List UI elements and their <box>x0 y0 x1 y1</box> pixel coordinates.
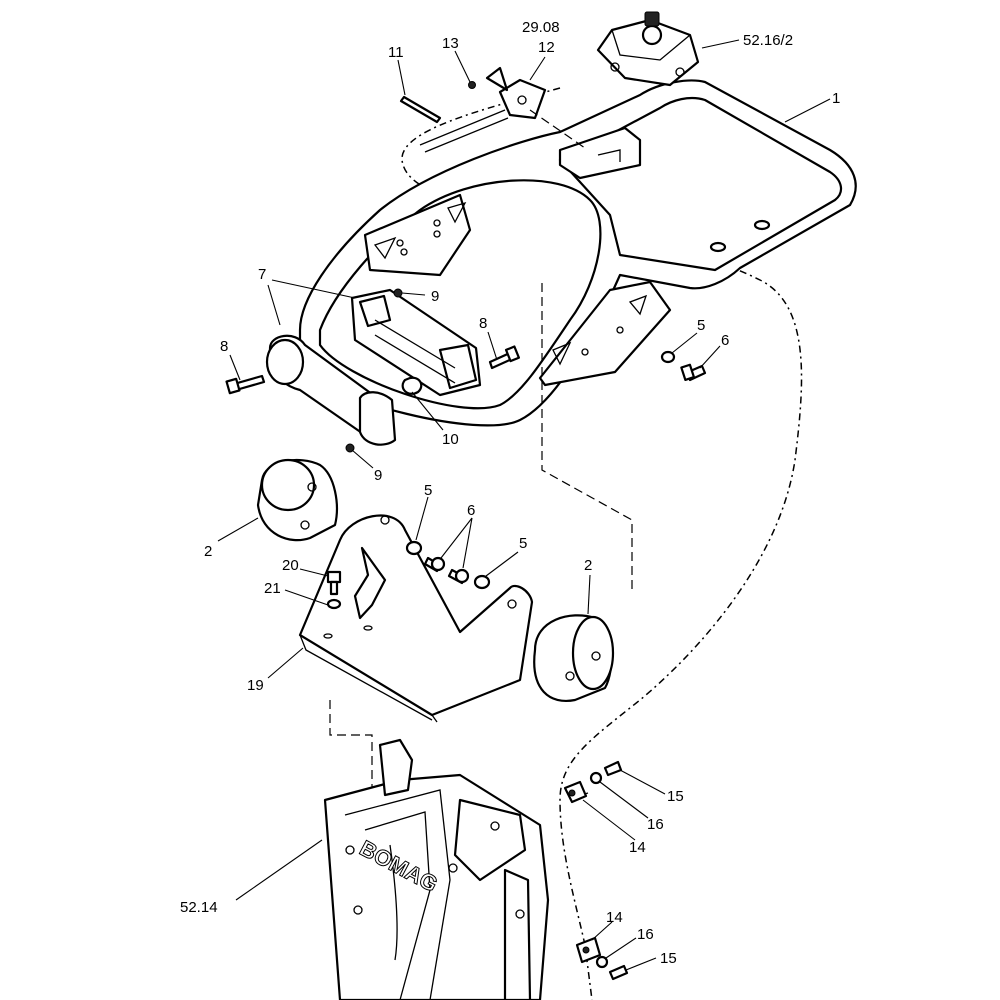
throttle-cable <box>401 87 803 1000</box>
washer-5-right <box>660 350 676 364</box>
label-9-top: 9 <box>431 288 439 305</box>
label-5-right: 5 <box>697 317 705 334</box>
label-5-mid-left: 5 <box>424 482 432 499</box>
bolt-6-mid-left <box>423 556 446 573</box>
label-2-lower: 2 <box>584 557 592 574</box>
label-5-mid-right: 5 <box>519 535 527 552</box>
lever-bracket-12 <box>419 66 547 153</box>
washer-16-lower <box>595 955 609 969</box>
label-ref-29-08: 29.08 <box>522 19 560 36</box>
bolt-6-right <box>680 363 707 382</box>
label-19: 19 <box>247 677 264 694</box>
base-plate-19 <box>298 514 534 723</box>
label-6-right: 6 <box>721 332 729 349</box>
washer-16-upper <box>589 771 603 785</box>
machine-frame-52-14: BOMAG <box>323 738 550 1000</box>
label-8-right: 8 <box>479 315 487 332</box>
screw-15-upper <box>603 760 623 777</box>
label-7: 7 <box>258 266 266 283</box>
label-6-mid: 6 <box>467 502 475 519</box>
leader-lines <box>217 39 831 971</box>
label-13: 13 <box>442 35 459 52</box>
washer-21 <box>326 598 342 610</box>
nut-9-top <box>393 288 403 298</box>
label-11: 11 <box>388 44 404 61</box>
spring-clip-10 <box>401 376 423 395</box>
label-2-upper: 2 <box>204 543 212 560</box>
rubber-buffer-2-lower <box>533 614 615 702</box>
label-10: 10 <box>442 431 459 448</box>
alignment-line-1 <box>541 283 633 590</box>
throttle-lever-assembly <box>596 11 700 87</box>
label-16-lower: 16 <box>637 926 654 943</box>
bolt-6-mid-right <box>447 568 470 585</box>
bolt-8-left <box>225 374 266 395</box>
alignment-line-3 <box>529 109 586 149</box>
screw-15-lower <box>608 964 629 981</box>
label-15-upper: 15 <box>667 788 684 805</box>
rubber-buffer-2-upper <box>256 458 338 542</box>
bolt-20 <box>326 570 342 596</box>
bolt-8-right <box>488 345 520 370</box>
label-1: 1 <box>832 90 840 107</box>
washer-5-mid-right <box>473 574 491 590</box>
label-15-lower: 15 <box>660 950 677 967</box>
label-14-lower: 14 <box>606 909 623 926</box>
label-ref-52-16-2: 52.16/2 <box>743 32 793 49</box>
label-14-upper: 14 <box>629 839 646 856</box>
label-12: 12 <box>538 39 555 56</box>
label-8-left: 8 <box>220 338 228 355</box>
cable-clip-14-upper <box>563 780 588 804</box>
screw-13 <box>468 81 476 89</box>
label-16-upper: 16 <box>647 816 664 833</box>
split-pin-11 <box>399 95 442 124</box>
clamp-bracket-7 <box>350 288 482 397</box>
label-9-bottom: 9 <box>374 467 382 484</box>
mount-cylinder <box>265 334 397 446</box>
cable-clip-14-lower <box>575 936 602 964</box>
alignment-line-2 <box>329 700 373 790</box>
label-ref-52-14: 52.14 <box>180 899 218 916</box>
label-20: 20 <box>282 557 299 574</box>
label-21: 21 <box>264 580 281 597</box>
handle-frame <box>298 79 857 427</box>
washer-5-mid-left <box>405 540 423 556</box>
